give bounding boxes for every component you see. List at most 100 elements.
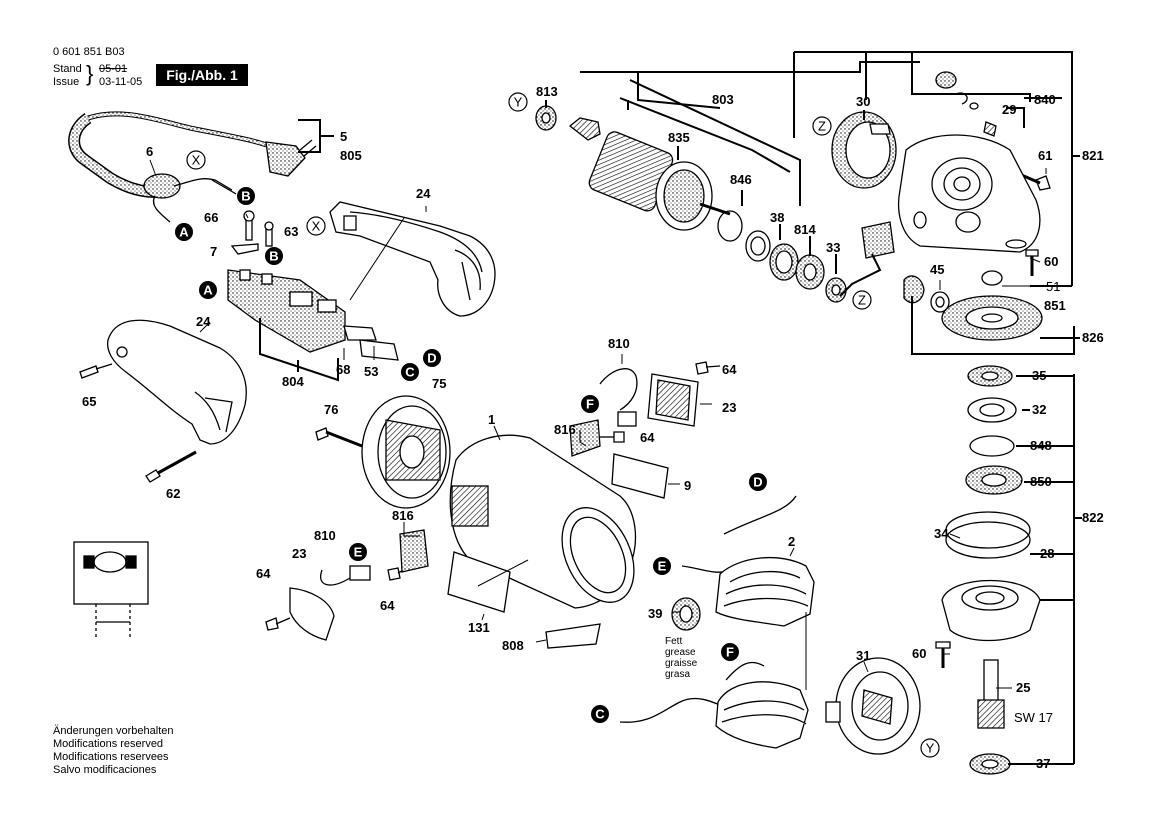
svg-text:A: A xyxy=(179,225,189,240)
part-label: 813 xyxy=(536,84,558,99)
part-label: 24 xyxy=(416,186,431,201)
svg-text:Y: Y xyxy=(514,95,523,110)
wiring-schematic xyxy=(73,541,149,640)
part-label: 24 xyxy=(196,314,211,329)
part-label: 816 xyxy=(554,422,576,437)
part-label: 810 xyxy=(608,336,630,351)
cover-plate-parts xyxy=(289,373,699,649)
part-label: 25 xyxy=(1016,680,1030,695)
gear-parts xyxy=(861,221,1043,341)
part-label: 30 xyxy=(856,94,870,109)
part-label: 848 xyxy=(1030,438,1052,453)
grease-line: graisse xyxy=(665,658,698,669)
part-label: 7 xyxy=(210,244,217,259)
part-label: 23 xyxy=(292,546,306,561)
armature-part xyxy=(535,105,731,231)
svg-text:A: A xyxy=(203,283,213,298)
part-label: 64 xyxy=(256,566,271,581)
connector-c-upper: C xyxy=(401,363,419,381)
auxiliary-handle-part xyxy=(106,319,247,445)
part-label: 822 xyxy=(1082,510,1104,525)
bearing-part xyxy=(671,597,701,631)
connector-y-lower: Y xyxy=(920,738,940,758)
brush-holder-part xyxy=(349,411,637,581)
part-label: 821 xyxy=(1082,148,1104,163)
part-label: 63 xyxy=(284,224,298,239)
part-label: 804 xyxy=(282,374,304,389)
svg-text:C: C xyxy=(405,365,415,380)
connector-z-lower: Z xyxy=(852,290,872,310)
svg-text:E: E xyxy=(354,545,363,560)
issue-value: 03-11-05 xyxy=(99,76,143,88)
connector-b-lower: B xyxy=(265,247,283,265)
part-label: 9 xyxy=(684,478,691,493)
handle-part xyxy=(329,201,496,317)
note-line: Modifications reserved xyxy=(53,738,164,750)
connector-a-lower: A xyxy=(199,281,217,299)
part-label: 23 xyxy=(722,400,736,415)
part-label: 60 xyxy=(1044,254,1058,269)
part-label: 32 xyxy=(1032,402,1046,417)
part-label: 826 xyxy=(1082,330,1104,345)
gear-head-part xyxy=(897,134,1041,253)
connector-z-upper: Z xyxy=(812,116,832,136)
grease-line: Fett xyxy=(665,636,683,647)
part-label: 28 xyxy=(1040,546,1054,561)
part-label: 6 xyxy=(146,144,153,159)
connector-d-upper: D xyxy=(423,349,441,367)
connector-b-upper: B xyxy=(237,187,255,205)
connector-e-upper: E xyxy=(349,543,367,561)
part-label: 2 xyxy=(788,534,795,549)
part-label: 76 xyxy=(324,402,338,417)
part-label: 808 xyxy=(502,638,524,653)
bearing-ring-parts xyxy=(717,210,847,303)
svg-text:X: X xyxy=(312,219,321,234)
part-label: 810 xyxy=(314,528,336,543)
brush-cover-part xyxy=(825,657,921,755)
part-label: 62 xyxy=(166,486,180,501)
part-label: 66 xyxy=(204,210,218,225)
connector-labels: X X Y Y Z Z A xyxy=(175,92,940,758)
note-line: Salvo modificaciones xyxy=(53,764,157,776)
part-label: 35 xyxy=(1032,368,1046,383)
connector-a-upper: A xyxy=(175,223,193,241)
svg-text:Z: Z xyxy=(818,119,826,134)
part-label: SW 17 xyxy=(1014,710,1053,725)
part-label: 37 xyxy=(1036,756,1050,771)
svg-text:D: D xyxy=(427,351,436,366)
spindle-stack-parts xyxy=(941,365,1041,775)
field-coil-part xyxy=(715,556,815,749)
connector-f-lower: F xyxy=(721,643,739,661)
connector-x-upper: X xyxy=(186,150,206,170)
part-label: 39 xyxy=(648,606,662,621)
end-shield-part xyxy=(361,395,451,509)
part-label: 29 xyxy=(1002,102,1016,117)
connector-c-lower: C xyxy=(591,705,609,723)
stand-value: 05-01 xyxy=(99,63,128,75)
svg-text:B: B xyxy=(269,249,278,264)
motor-housing-part xyxy=(449,434,637,609)
bevel-gear-part xyxy=(831,111,897,189)
modification-notes: Änderungen vorbehalten Modifications res… xyxy=(53,725,173,777)
part-label: 51 xyxy=(1046,279,1060,294)
note-line: Modifications reservees xyxy=(53,751,169,763)
connector-e-lower: E xyxy=(653,557,671,575)
note-line: Änderungen vorbehalten xyxy=(53,725,174,737)
part-label: 64 xyxy=(640,430,655,445)
doc-number: 0 601 851 B03 xyxy=(53,46,125,58)
svg-text:F: F xyxy=(726,645,734,660)
svg-text:B: B xyxy=(241,189,250,204)
connector-d-lower: D xyxy=(749,473,767,491)
part-label: 851 xyxy=(1044,298,1066,313)
part-label: 805 xyxy=(340,148,362,163)
part-label: 38 xyxy=(770,210,784,225)
spindle-lock-parts xyxy=(935,71,997,137)
part-label: 75 xyxy=(432,376,446,391)
svg-text:F: F xyxy=(586,397,594,412)
grease-line: grease xyxy=(665,647,696,658)
part-label: 814 xyxy=(794,222,816,237)
svg-text:X: X xyxy=(192,153,201,168)
svg-text:Y: Y xyxy=(926,741,935,756)
part-label: 64 xyxy=(380,598,395,613)
